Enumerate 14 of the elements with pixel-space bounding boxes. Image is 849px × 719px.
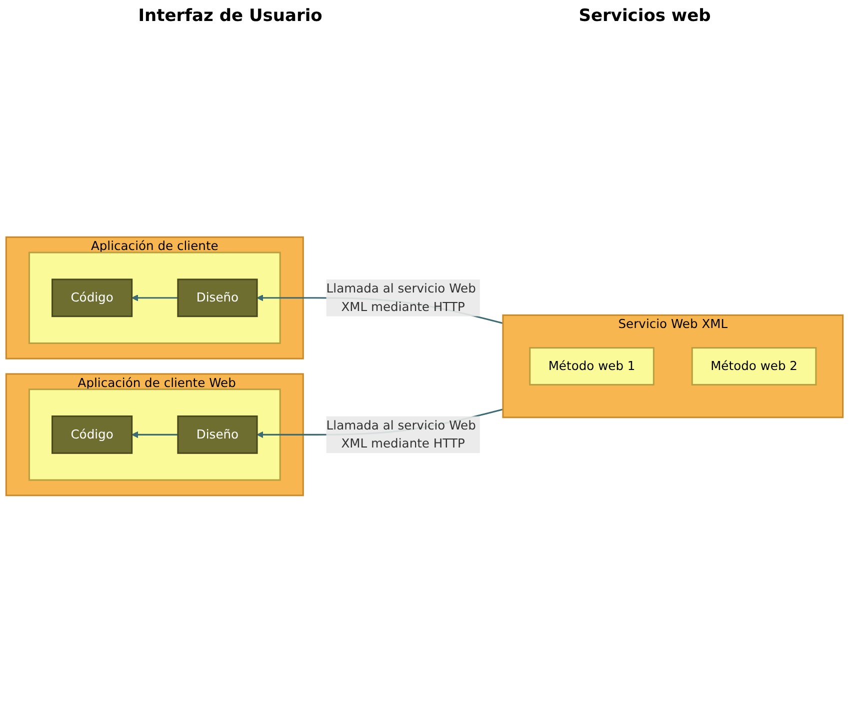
node-box: Método web 1 <box>529 346 654 386</box>
node-box: Código <box>52 415 133 454</box>
edge-label: Llamada al servicio Web XML mediante HTTP <box>326 417 476 451</box>
column-heading: Interfaz de Usuario <box>138 6 322 26</box>
node-box: Método web 2 <box>691 346 817 386</box>
edge-label: Llamada al servicio Web XML mediante HTTP <box>326 280 476 314</box>
column-heading: Servicios web <box>578 6 711 26</box>
node-box: Diseño <box>177 415 258 454</box>
cluster <box>28 388 281 481</box>
node-box: Diseño <box>177 278 258 317</box>
node-box: Código <box>52 278 133 317</box>
cluster <box>28 251 281 344</box>
arrow <box>132 294 178 301</box>
arrow <box>132 431 178 438</box>
